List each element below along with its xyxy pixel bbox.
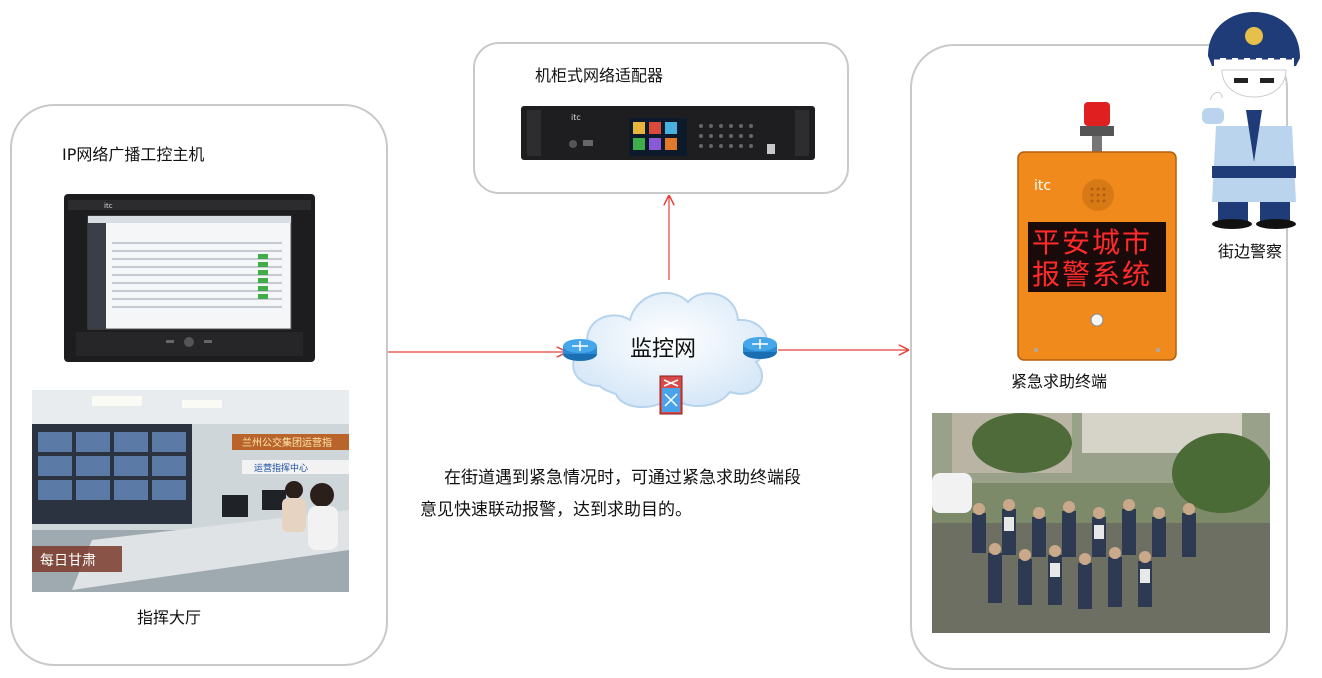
terminal-brand-mark: itc — [1034, 178, 1051, 194]
description: 在街道遇到紧急情况时，可通过紧急求助终端段 意见快速联动报警，达到求助目的。 — [420, 462, 900, 526]
hall-logo-text: 每日甘肃 — [40, 553, 96, 569]
police-image — [1202, 12, 1300, 229]
terminal-led-line-2: 报警系统 — [1032, 258, 1152, 291]
terminal-led-line-1: 平安城市 — [1032, 226, 1152, 259]
police-label: 街边警察 — [1218, 242, 1283, 261]
network-cloud: 监控网 — [563, 292, 777, 415]
rack-adapter-image: itc — [521, 106, 815, 160]
emergency-terminal-image: itc 平安城市 报警系统 — [1017, 102, 1177, 361]
terminal-label: 紧急求助终端 — [1011, 372, 1108, 391]
hall-sign-text: 运营指挥中心 — [254, 462, 308, 474]
hall-banner-text: 兰州公交集团运营指 — [242, 436, 332, 449]
host-machine-image: itc — [64, 194, 315, 362]
host-brand-mark: itc — [104, 202, 113, 210]
description-line-2: 意见快速联动报警，达到求助目的。 — [420, 500, 692, 520]
adapter-brand-mark: itc — [571, 113, 581, 122]
description-line-1: 在街道遇到紧急情况时，可通过紧急求助终端段 — [444, 468, 801, 488]
router-icon-right — [743, 337, 777, 359]
network-label: 监控网 — [630, 337, 696, 362]
command-hall-photo: 兰州公交集团运营指 运营指挥中心 每日甘肃 — [32, 390, 349, 592]
street-crowd-photo — [932, 413, 1270, 633]
host-label: IP网络广播工控主机 — [62, 145, 205, 164]
rack-adapter-label: 机柜式网络适配器 — [535, 66, 664, 85]
router-icon-left — [563, 339, 597, 361]
command-hall-label: 指挥大厅 — [137, 608, 202, 627]
switch-icon — [659, 375, 683, 415]
